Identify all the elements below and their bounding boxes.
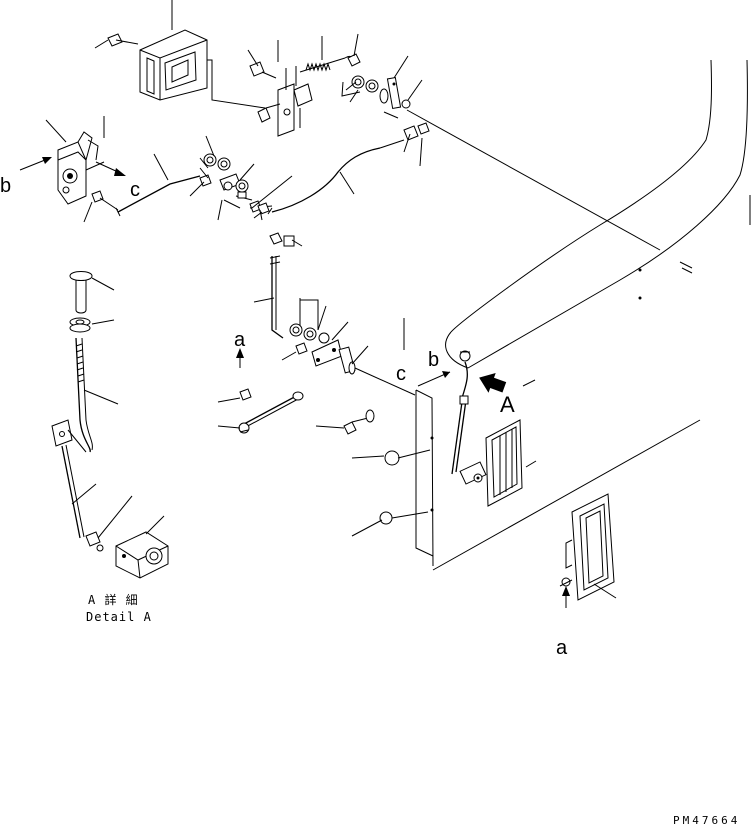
- label-c-left: c: [130, 179, 140, 201]
- center-linkage: [236, 232, 434, 525]
- detail-title-en: Detail A: [86, 610, 152, 624]
- label-b-left: b: [0, 175, 11, 197]
- label-c-center: c: [396, 363, 406, 385]
- label-a-bottom: a: [556, 637, 568, 659]
- label-a-left: a: [234, 329, 246, 351]
- inside-lock: [19, 131, 270, 217]
- top-lock-assembly: [107, 0, 430, 213]
- drawing-number: PM47664: [673, 814, 740, 826]
- label-view-a: A: [500, 392, 515, 417]
- outside-handle-assembly: [451, 350, 615, 608]
- view-arrow-a: [479, 373, 507, 393]
- cab-body: [354, 59, 751, 571]
- detail-title-jp: A 詳 細: [88, 592, 139, 607]
- label-b-center: b: [428, 349, 439, 371]
- detail-a-parts: [51, 271, 169, 579]
- leader-lines: [45, 33, 617, 599]
